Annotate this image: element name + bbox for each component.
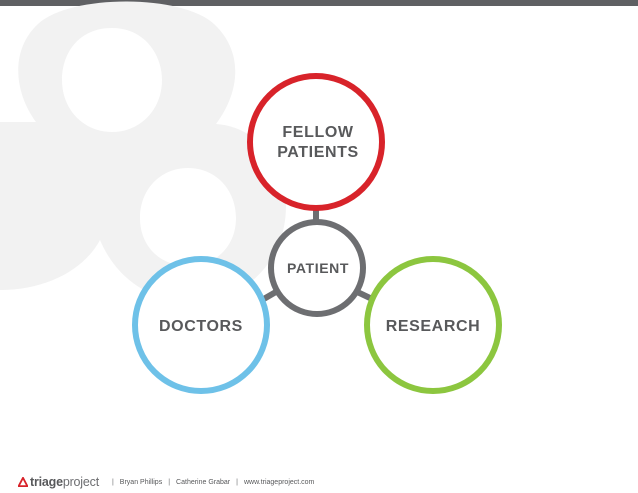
footer: triage project | Bryan Phillips | Cather…	[18, 474, 314, 490]
research-label: RESEARCH	[386, 318, 481, 335]
fellow-patients-circle	[247, 73, 385, 211]
triage-project-logo: triage project	[18, 475, 99, 489]
footer-author-1: Bryan Phillips	[119, 478, 163, 486]
logo-text-triage: triage	[30, 475, 63, 489]
logo-text-project: project	[62, 475, 99, 489]
doctors-label: DOCTORS	[159, 318, 243, 335]
fellow-patients-label-line2: PATIENTS	[277, 144, 359, 161]
patient-circle	[268, 219, 366, 317]
footer-website[interactable]: www.triageproject.com	[243, 478, 315, 486]
footer-author-2: Catherine Grabar	[176, 478, 231, 486]
patient-label: PATIENT	[287, 260, 349, 276]
top-bar	[0, 0, 638, 6]
footer-separator: |	[236, 478, 238, 486]
fellow-patients-label-line1: FELLOW	[282, 124, 353, 141]
footer-separator: |	[168, 478, 171, 486]
footer-separator: |	[111, 478, 114, 486]
triangle-icon	[18, 477, 28, 487]
doctors-circle	[132, 256, 270, 394]
research-circle	[364, 256, 502, 394]
